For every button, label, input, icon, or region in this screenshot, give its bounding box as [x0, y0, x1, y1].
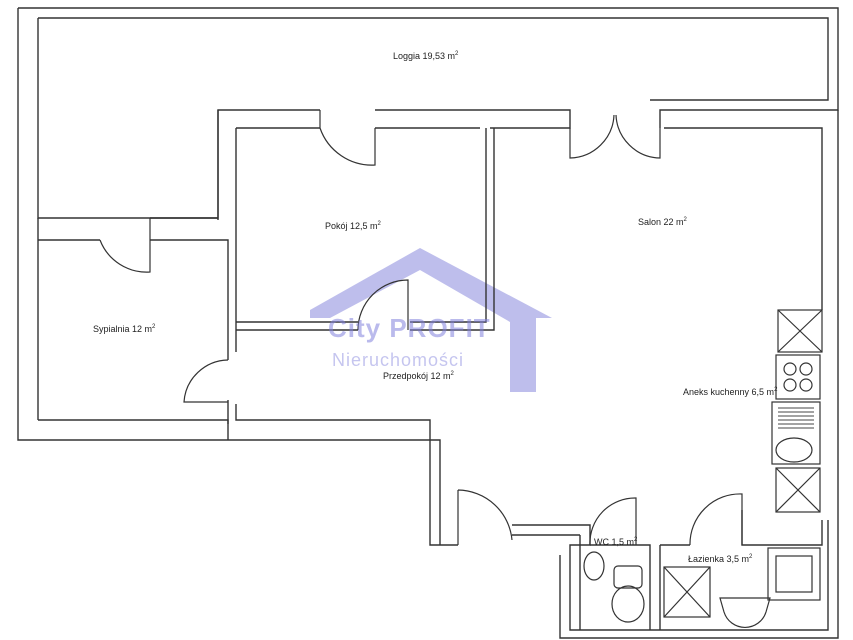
kitchen-fixtures — [771, 309, 823, 513]
room-name: Sypialnia 12 m — [93, 324, 153, 334]
watermark-house-icon — [310, 248, 552, 392]
room-label-lazienka: Łazienka 3,5 m2 — [688, 554, 752, 564]
room-unit: 2 — [634, 537, 638, 543]
wc-sink-icon — [583, 551, 605, 581]
watermark-subtitle: Nieruchomości — [332, 350, 465, 370]
room-label-pokoj: Pokój 12,5 m2 — [325, 221, 381, 231]
room-label-loggia: Loggia 19,53 m2 — [393, 51, 458, 61]
outer-walls — [17, 7, 839, 639]
room-unit: 2 — [455, 51, 459, 57]
room-unit: 2 — [749, 554, 753, 560]
room-name: Łazienka 3,5 m — [688, 554, 750, 564]
room-unit: 2 — [450, 371, 454, 377]
room-label-aneks: Aneks kuchenny 6,5 m2 — [683, 387, 777, 397]
stove-icon — [775, 354, 821, 400]
room-name: Loggia 19,53 m — [393, 51, 456, 61]
room-unit: 2 — [152, 324, 156, 330]
bathroom-fixtures — [583, 547, 821, 628]
room-label-sypialnia: Sypialnia 12 m2 — [93, 324, 155, 334]
room-name: WC 1,5 m — [594, 537, 635, 547]
room-name: Pokój 12,5 m — [325, 221, 378, 231]
room-unit: 2 — [774, 387, 778, 393]
sink-icon — [771, 401, 821, 465]
room-name: Aneks kuchenny 6,5 m — [683, 387, 775, 397]
room-label-wc: WC 1,5 m2 — [594, 537, 637, 547]
washing-machine-icon — [767, 547, 821, 601]
room-unit: 2 — [377, 221, 381, 227]
watermark-title: City PROFIT — [328, 313, 491, 343]
room-name: Salon 22 m — [638, 217, 684, 227]
toilet-icon — [613, 565, 643, 589]
room-unit: 2 — [683, 217, 687, 223]
bath-sink-icon — [719, 597, 771, 628]
shower-icon — [663, 566, 711, 618]
doors — [99, 110, 743, 546]
room-name: Przedpokój 12 m — [383, 371, 451, 381]
room-label-przedpokoj: Przedpokój 12 m2 — [383, 371, 454, 381]
interior-walls — [37, 110, 823, 630]
room-label-salon: Salon 22 m2 — [638, 217, 687, 227]
